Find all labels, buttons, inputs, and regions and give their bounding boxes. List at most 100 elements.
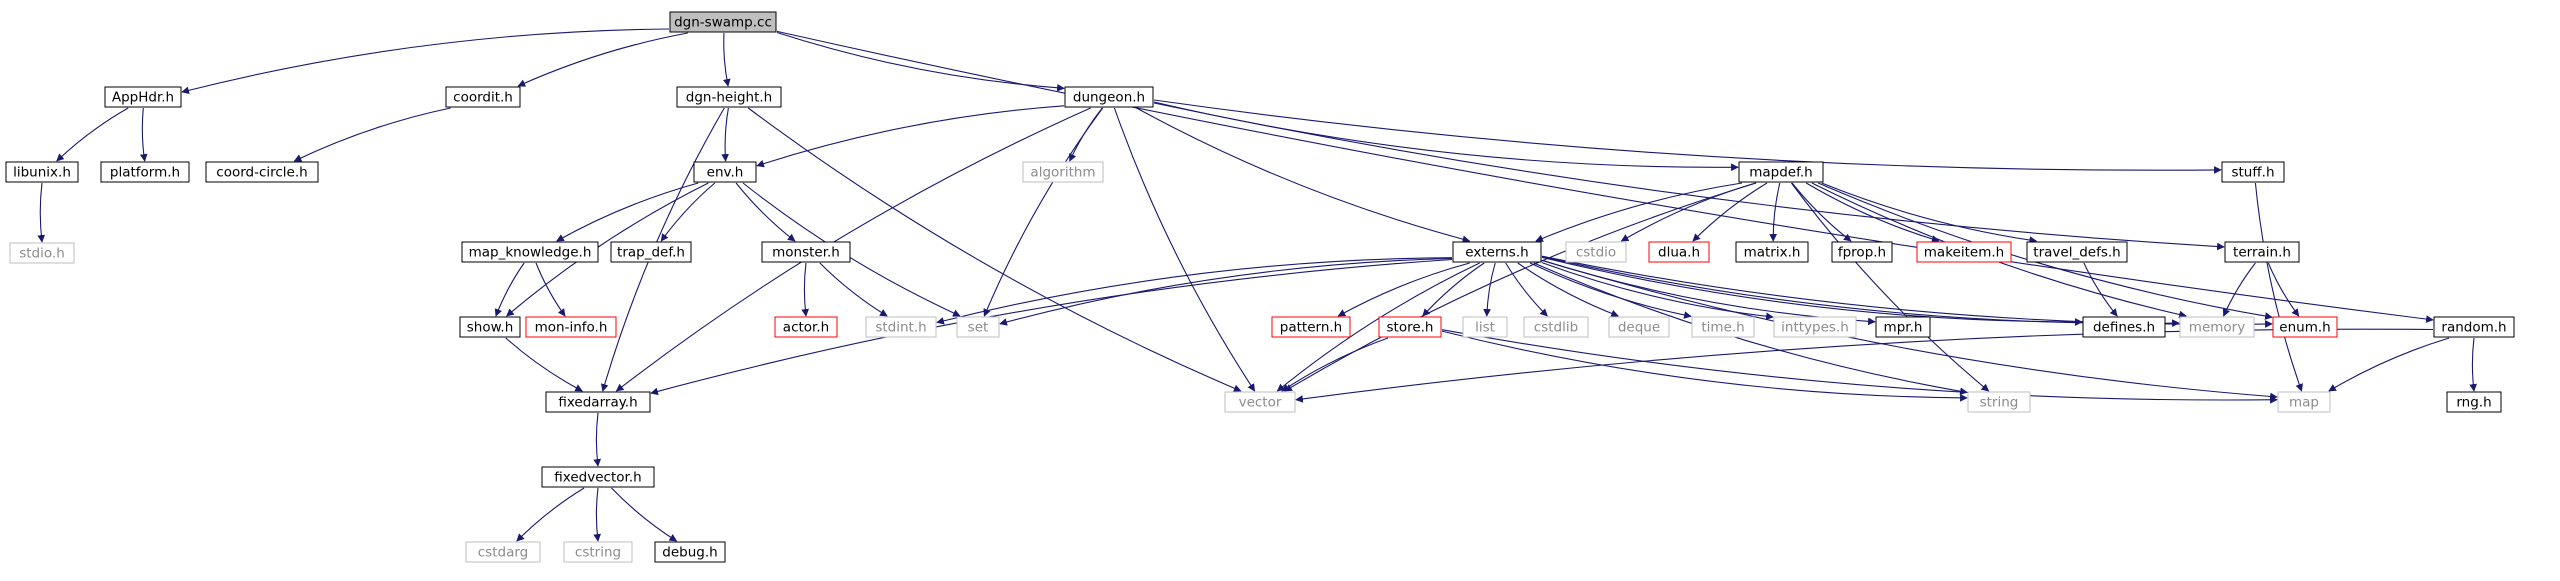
node-box xyxy=(5,161,79,183)
node-traveldefs[interactable]: travel_defs.h xyxy=(2026,241,2128,263)
node-stuff[interactable]: stuff.h xyxy=(2221,161,2285,183)
edge-coordit-to-coordcircle xyxy=(293,107,451,162)
node-label: dlua.h xyxy=(1658,245,1700,261)
node-box xyxy=(459,316,521,338)
node-cstdio[interactable]: cstdio xyxy=(1565,241,1627,263)
node-time[interactable]: time.h xyxy=(1691,316,1755,338)
node-defines[interactable]: defines.h xyxy=(2082,316,2166,338)
node-dlua[interactable]: dlua.h xyxy=(1648,241,1710,263)
edge-mapdef-to-fprop xyxy=(1791,182,1852,242)
node-random[interactable]: random.h xyxy=(2433,316,2515,338)
edge-externs-to-vector xyxy=(1276,262,1480,392)
edge-random-to-rng xyxy=(2469,337,2477,392)
edge-store-to-vector xyxy=(1281,337,1389,392)
node-label: set xyxy=(968,320,989,336)
node-enumh[interactable]: enum.h xyxy=(2272,316,2338,338)
node-vector[interactable]: vector xyxy=(1224,391,1296,413)
node-label: stdio.h xyxy=(19,246,65,262)
edge-mapknowledge-to-show xyxy=(494,262,525,317)
node-label: platform.h xyxy=(110,165,180,181)
node-fixedarray[interactable]: fixedarray.h xyxy=(545,391,651,413)
edge-mapdef-to-dlua xyxy=(1692,182,1768,242)
node-platform[interactable]: platform.h xyxy=(100,161,190,183)
edge-mapdef-to-string xyxy=(1790,182,1990,392)
node-label: cstring xyxy=(575,545,621,561)
node-box xyxy=(676,86,782,108)
edge-random-to-map xyxy=(2328,337,2450,392)
node-moninfo[interactable]: mon-info.h xyxy=(525,316,617,338)
node-store[interactable]: store.h xyxy=(1378,316,1442,338)
node-fprop[interactable]: fprop.h xyxy=(1831,241,1893,263)
edge-random-to-vector xyxy=(1295,328,2434,403)
node-dungeon[interactable]: dungeon.h xyxy=(1064,86,1154,108)
node-libunix[interactable]: libunix.h xyxy=(5,161,79,183)
edge-mapdef-to-enumh xyxy=(1817,182,2273,320)
node-label: libunix.h xyxy=(13,165,71,181)
node-cstdarg[interactable]: cstdarg xyxy=(465,541,541,563)
node-set[interactable]: set xyxy=(956,316,1000,338)
node-box xyxy=(1916,241,2012,263)
node-box xyxy=(1691,316,1755,338)
node-debug[interactable]: debug.h xyxy=(654,541,726,563)
node-dgnheight[interactable]: dgn-height.h xyxy=(676,86,782,108)
node-label: travel_defs.h xyxy=(2033,245,2120,261)
node-box xyxy=(774,316,838,338)
node-mapdef[interactable]: mapdef.h xyxy=(1738,161,1824,183)
node-stdint[interactable]: stdint.h xyxy=(865,316,937,338)
node-label: rng.h xyxy=(2456,395,2491,411)
node-coordit[interactable]: coordit.h xyxy=(445,86,521,108)
node-fixedvector[interactable]: fixedvector.h xyxy=(541,466,655,488)
node-list[interactable]: list xyxy=(1462,316,1508,338)
node-cstring[interactable]: cstring xyxy=(563,541,633,563)
node-inttypes[interactable]: inttypes.h xyxy=(1773,316,1857,338)
edge-store-to-map xyxy=(1441,329,2278,404)
node-stdio_h[interactable]: stdio.h xyxy=(9,242,75,264)
node-label: AppHdr.h xyxy=(112,90,174,106)
node-box xyxy=(1565,241,1627,263)
node-deque[interactable]: deque xyxy=(1608,316,1670,338)
edge-root-to-dgnheight xyxy=(722,32,731,87)
edge-env-to-monster xyxy=(735,182,796,242)
node-rng[interactable]: rng.h xyxy=(2446,391,2502,413)
node-terrain[interactable]: terrain.h xyxy=(2224,241,2300,263)
node-label: mpr.h xyxy=(1884,320,1923,336)
node-label: trap_def.h xyxy=(617,245,685,261)
node-label: makeitem.h xyxy=(1924,245,2004,261)
node-map[interactable]: map xyxy=(2277,391,2331,413)
node-label: string xyxy=(1980,395,2019,411)
node-box xyxy=(2026,241,2128,263)
node-mapknowledge[interactable]: map_knowledge.h xyxy=(461,241,599,263)
node-box xyxy=(1967,391,2031,413)
node-box xyxy=(205,161,319,183)
node-coordcircle[interactable]: coord-circle.h xyxy=(205,161,319,183)
node-trapdef[interactable]: trap_def.h xyxy=(610,241,692,263)
node-matrix[interactable]: matrix.h xyxy=(1735,241,1809,263)
node-externs[interactable]: externs.h xyxy=(1452,241,1542,263)
edge-externs-to-time xyxy=(1529,262,1692,319)
node-label: store.h xyxy=(1387,320,1434,336)
node-label: dgn-swamp.cc xyxy=(674,15,772,31)
node-mpr[interactable]: mpr.h xyxy=(1875,316,1931,338)
node-show[interactable]: show.h xyxy=(459,316,521,338)
node-env[interactable]: env.h xyxy=(693,161,757,183)
node-memory[interactable]: memory xyxy=(2179,316,2255,338)
node-box xyxy=(654,541,726,563)
node-pattern[interactable]: pattern.h xyxy=(1271,316,1351,338)
edge-mapdef-to-matrix xyxy=(1769,182,1781,242)
node-box xyxy=(461,241,599,263)
node-root[interactable]: dgn-swamp.cc xyxy=(669,11,777,33)
edge-monster-to-stdint xyxy=(819,262,888,317)
node-algorithm[interactable]: algorithm xyxy=(1022,161,1104,183)
node-makeitem[interactable]: makeitem.h xyxy=(1916,241,2012,263)
node-monster[interactable]: monster.h xyxy=(761,241,851,263)
node-box xyxy=(1773,316,1857,338)
node-box xyxy=(693,161,757,183)
node-actor[interactable]: actor.h xyxy=(774,316,838,338)
node-string[interactable]: string xyxy=(1967,391,2031,413)
edge-externs-to-pattern xyxy=(1337,262,1470,317)
node-box xyxy=(2179,316,2255,338)
node-apphdr[interactable]: AppHdr.h xyxy=(104,86,182,108)
node-cstdlib[interactable]: cstdlib xyxy=(1523,316,1589,338)
edge-terrain-to-enumh xyxy=(2267,262,2300,317)
